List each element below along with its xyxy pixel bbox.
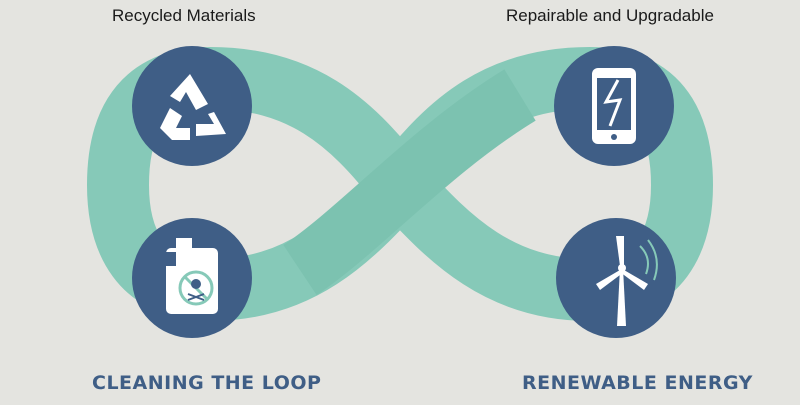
node-repairable-upgradable [554,46,674,166]
node-cleaning-the-loop [132,218,252,338]
toxic-canister-icon [166,238,218,314]
label-cleaning-the-loop: CLEANING THE LOOP [92,372,322,394]
label-repairable-upgradable: Repairable and Upgradable [506,6,714,25]
node-renewable-energy [556,218,676,338]
label-renewable-energy: RENEWABLE ENERGY [522,372,753,394]
wind-turbine-icon [596,236,658,326]
node-recycled-materials [132,46,252,166]
broken-phone-icon [592,68,636,144]
loop-crossing-band [283,69,536,295]
label-recycled-materials: Recycled Materials [112,6,256,25]
loop-left-lobe [86,46,431,322]
recycle-icon [160,74,226,140]
